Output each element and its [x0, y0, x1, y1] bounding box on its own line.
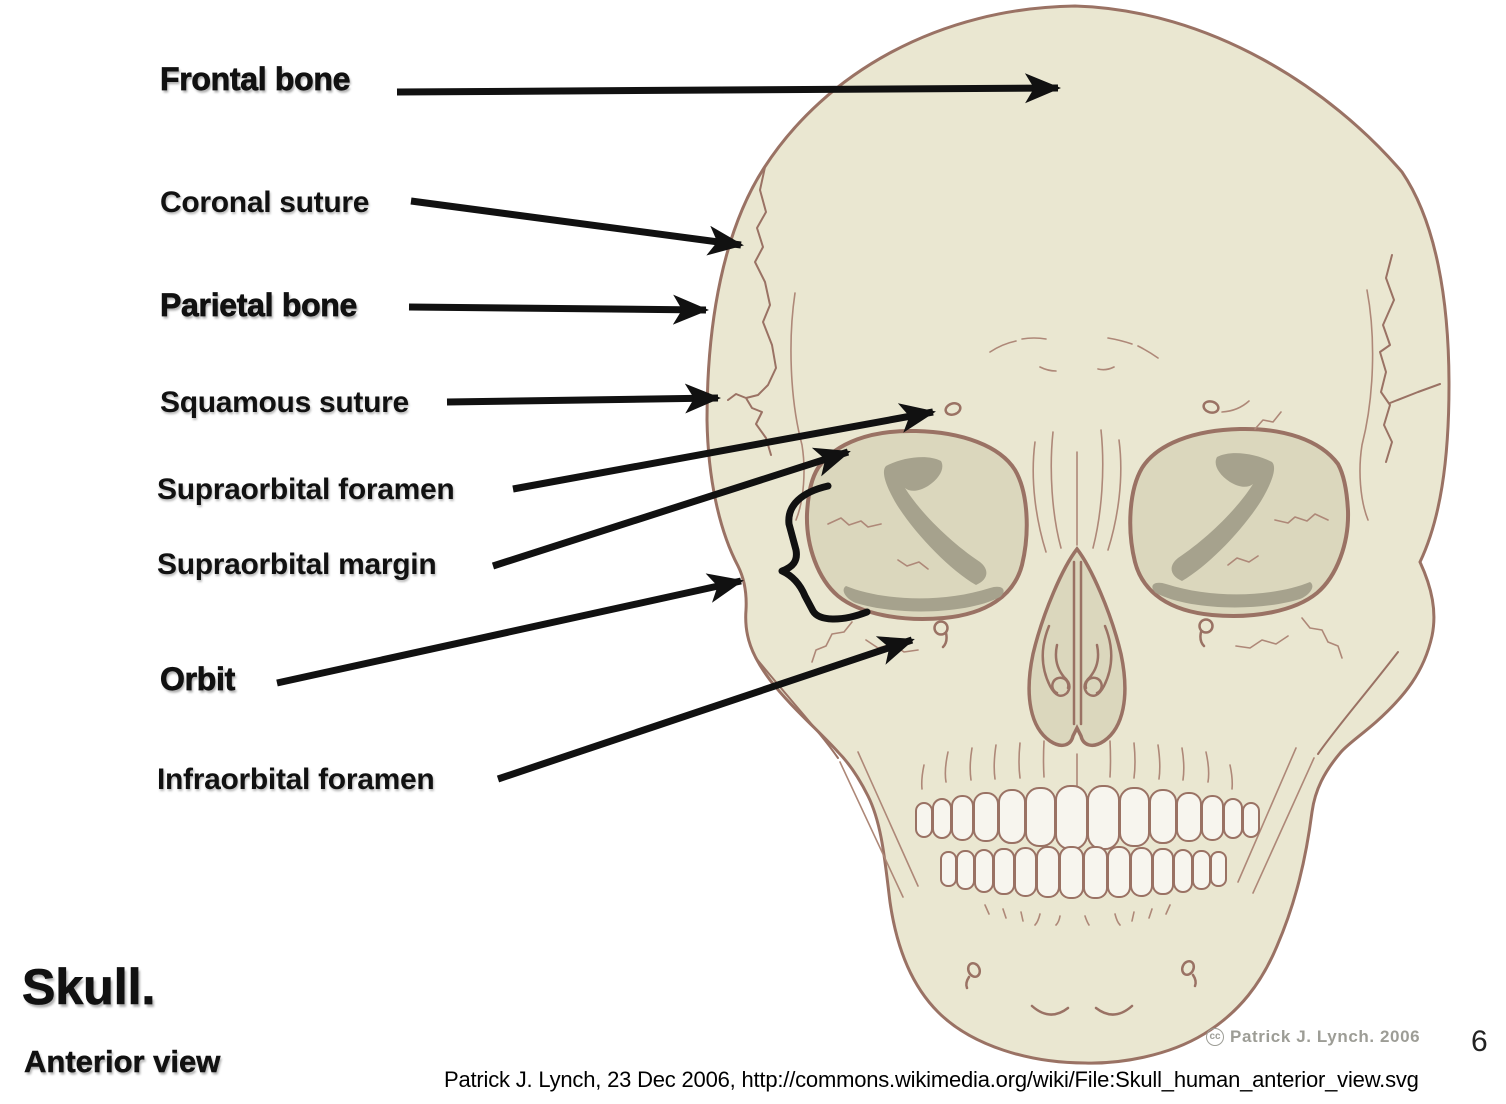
orbit-brace	[778, 482, 871, 623]
nasal-aperture	[1027, 546, 1127, 748]
arrow-supraorbital-foramen	[512, 403, 936, 493]
page-number: 6	[1471, 1025, 1488, 1058]
arrow-parietal-bone	[408, 294, 709, 325]
temporal-line-right	[1359, 289, 1374, 521]
label-infraorbital-foramen: Infraorbital foramen	[157, 763, 435, 796]
maxilla-striations	[920, 740, 1234, 790]
orbital-fissures-right	[1152, 453, 1313, 608]
slide-title: Skull.	[22, 959, 156, 1015]
mental-foramen-right	[1180, 959, 1197, 988]
arrow-orbit	[276, 573, 744, 687]
arrow-supraorbital-margin	[491, 447, 851, 570]
infraorbital-foramen-left	[933, 620, 949, 649]
label-parietal-bone: Parietal bone	[160, 287, 358, 323]
slide-subtitle: Anterior view	[24, 1044, 221, 1079]
coronal-suture-right	[1379, 254, 1441, 463]
teeth-upper	[915, 785, 1260, 850]
arrow-frontal-bone	[396, 73, 1061, 104]
cc-icon: cc	[1206, 1028, 1224, 1046]
label-supraorbital-foramen: Supraorbital foramen	[157, 473, 455, 506]
nasal-conchae	[1041, 624, 1113, 698]
watermark: cc Patrick J. Lynch. 2006	[1206, 1027, 1420, 1047]
supraorbital-foramen-right	[1202, 400, 1282, 430]
label-squamous-suture: Squamous suture	[160, 386, 409, 419]
skull-illustration	[705, 4, 1451, 1065]
mandible-ticks	[984, 904, 1171, 926]
arrow-squamous-suture	[446, 383, 721, 414]
annotation-arrows	[276, 73, 1061, 783]
label-coronal-suture: Coronal suture	[160, 186, 370, 219]
teeth-lower	[940, 846, 1227, 899]
label-orbit: Orbit	[160, 661, 236, 697]
cranium-outline	[705, 4, 1451, 1065]
mental-foramen-left	[965, 961, 982, 990]
label-supraorbital-margin: Supraorbital margin	[157, 548, 437, 581]
label-frontal-bone: Frontal bone	[160, 61, 351, 97]
chin-marks	[1030, 1004, 1134, 1016]
arrow-coronal-suture	[410, 197, 744, 256]
orbit-sutures	[827, 513, 1329, 570]
infraorbital-foramen-right	[1198, 618, 1214, 648]
orbital-fissures-left	[843, 457, 1004, 612]
arrow-infraorbital-foramen	[496, 636, 915, 783]
nasal-septum	[1072, 560, 1083, 726]
supraorbital-foramen-left	[944, 402, 962, 416]
mandible-ramus-lines	[839, 747, 1315, 898]
brow-marks	[989, 337, 1159, 372]
cheek-lines	[755, 651, 1399, 759]
attribution: Patrick J. Lynch, 23 Dec 2006, http://co…	[444, 1067, 1419, 1092]
watermark-text: Patrick J. Lynch. 2006	[1230, 1027, 1421, 1046]
nasal-bridge	[1032, 429, 1122, 553]
